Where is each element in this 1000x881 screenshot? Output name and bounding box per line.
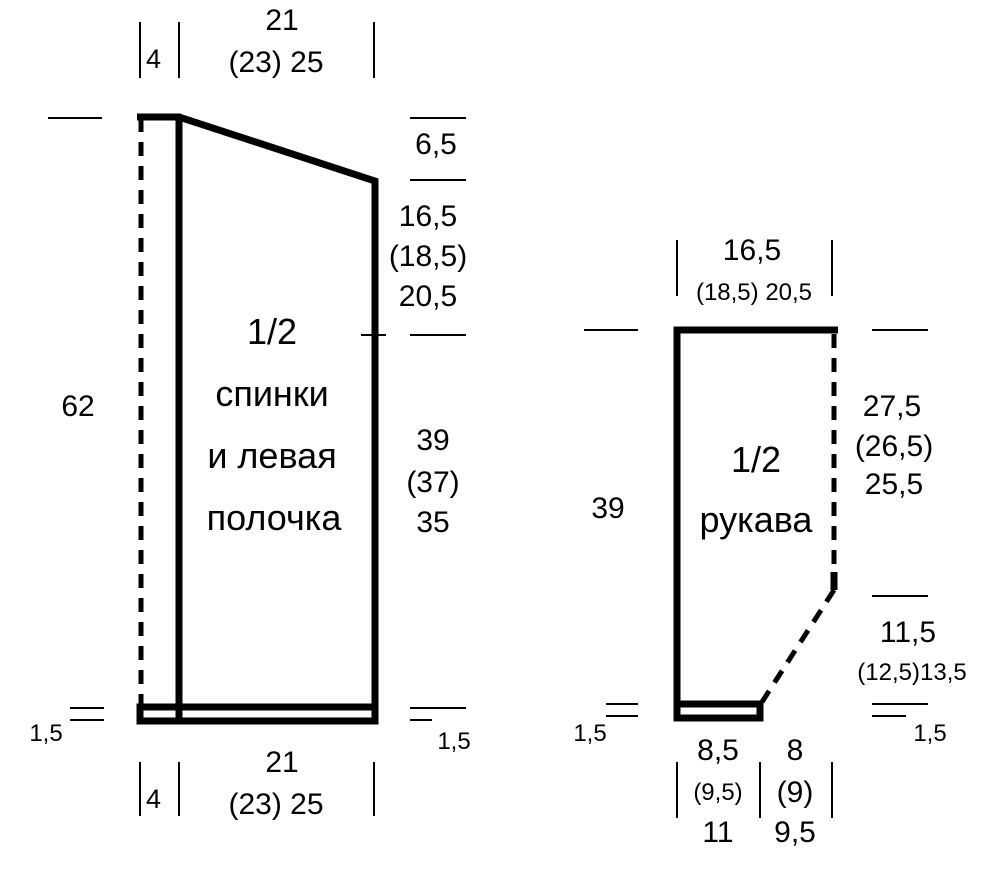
side-length-1: 39: [416, 424, 449, 457]
armhole-depth-1: 16,5: [399, 200, 457, 233]
sleeve-bottom-left-3: 11: [702, 816, 733, 849]
sleeve-bottom-right-1: 8: [787, 734, 804, 767]
top-width-label: 21: [265, 4, 298, 37]
piece-label-1: 1/2: [247, 311, 297, 352]
bottom-width-sizes: (23) 25: [228, 788, 323, 821]
side-length-3: 35: [416, 506, 449, 539]
bottom-margin-label: 4: [146, 784, 161, 814]
sleeve-bevel-2: (12,5)13,5: [857, 659, 966, 686]
piece-label-2: спинки: [215, 373, 328, 414]
sleeve-dashed-bevel: [759, 588, 837, 704]
armhole-depth-3: 20,5: [399, 280, 457, 313]
sleeve-bottom-left-1: 8,5: [697, 734, 739, 767]
piece-label-3: и левая: [207, 435, 336, 476]
sleeve-bottom-left-2: (9,5): [693, 779, 742, 806]
top-margin-label: 4: [146, 44, 161, 74]
side-length-2: (37): [406, 466, 459, 499]
top-width-sizes: (23) 25: [228, 46, 323, 79]
hem-left-label: 1,5: [29, 720, 62, 747]
piece-outline: [136, 113, 379, 725]
sleeve-label-2: рукава: [700, 499, 814, 540]
back-piece: 4 21 (23) 25 6,5 16,5 (18,5) 20,5 39 (37…: [29, 4, 470, 821]
sleeve-hem-left-label: 1,5: [573, 720, 606, 747]
sleeve-side-2: (26,5): [855, 430, 933, 463]
sleeve-side-3: 25,5: [865, 468, 923, 501]
sleeve-label-1: 1/2: [731, 439, 781, 480]
sleeve-top-sizes: (18,5) 20,5: [696, 279, 812, 306]
sleeve-height-label: 39: [591, 492, 624, 525]
sleeve-bottom-right-2: (9): [777, 776, 814, 809]
sleeve-top-width: 16,5: [723, 234, 781, 267]
sleeve-bevel-1: 11,5: [880, 616, 936, 649]
sleeve-hem-right-label: 1,5: [913, 720, 946, 747]
shoulder-drop-label: 6,5: [415, 128, 457, 161]
sleeve-side-1: 27,5: [863, 390, 921, 423]
armhole-depth-2: (18,5): [389, 240, 467, 273]
piece-label-4: полочка: [207, 497, 343, 538]
hem-right-label: 1,5: [437, 728, 470, 755]
bottom-width-label: 21: [265, 746, 298, 779]
total-height-label: 62: [61, 390, 94, 423]
sleeve-bottom-right-3: 9,5: [774, 816, 816, 849]
sleeve-piece: 16,5 (18,5) 20,5 27,5 (26,5) 25,5 11,5 (…: [573, 234, 966, 849]
